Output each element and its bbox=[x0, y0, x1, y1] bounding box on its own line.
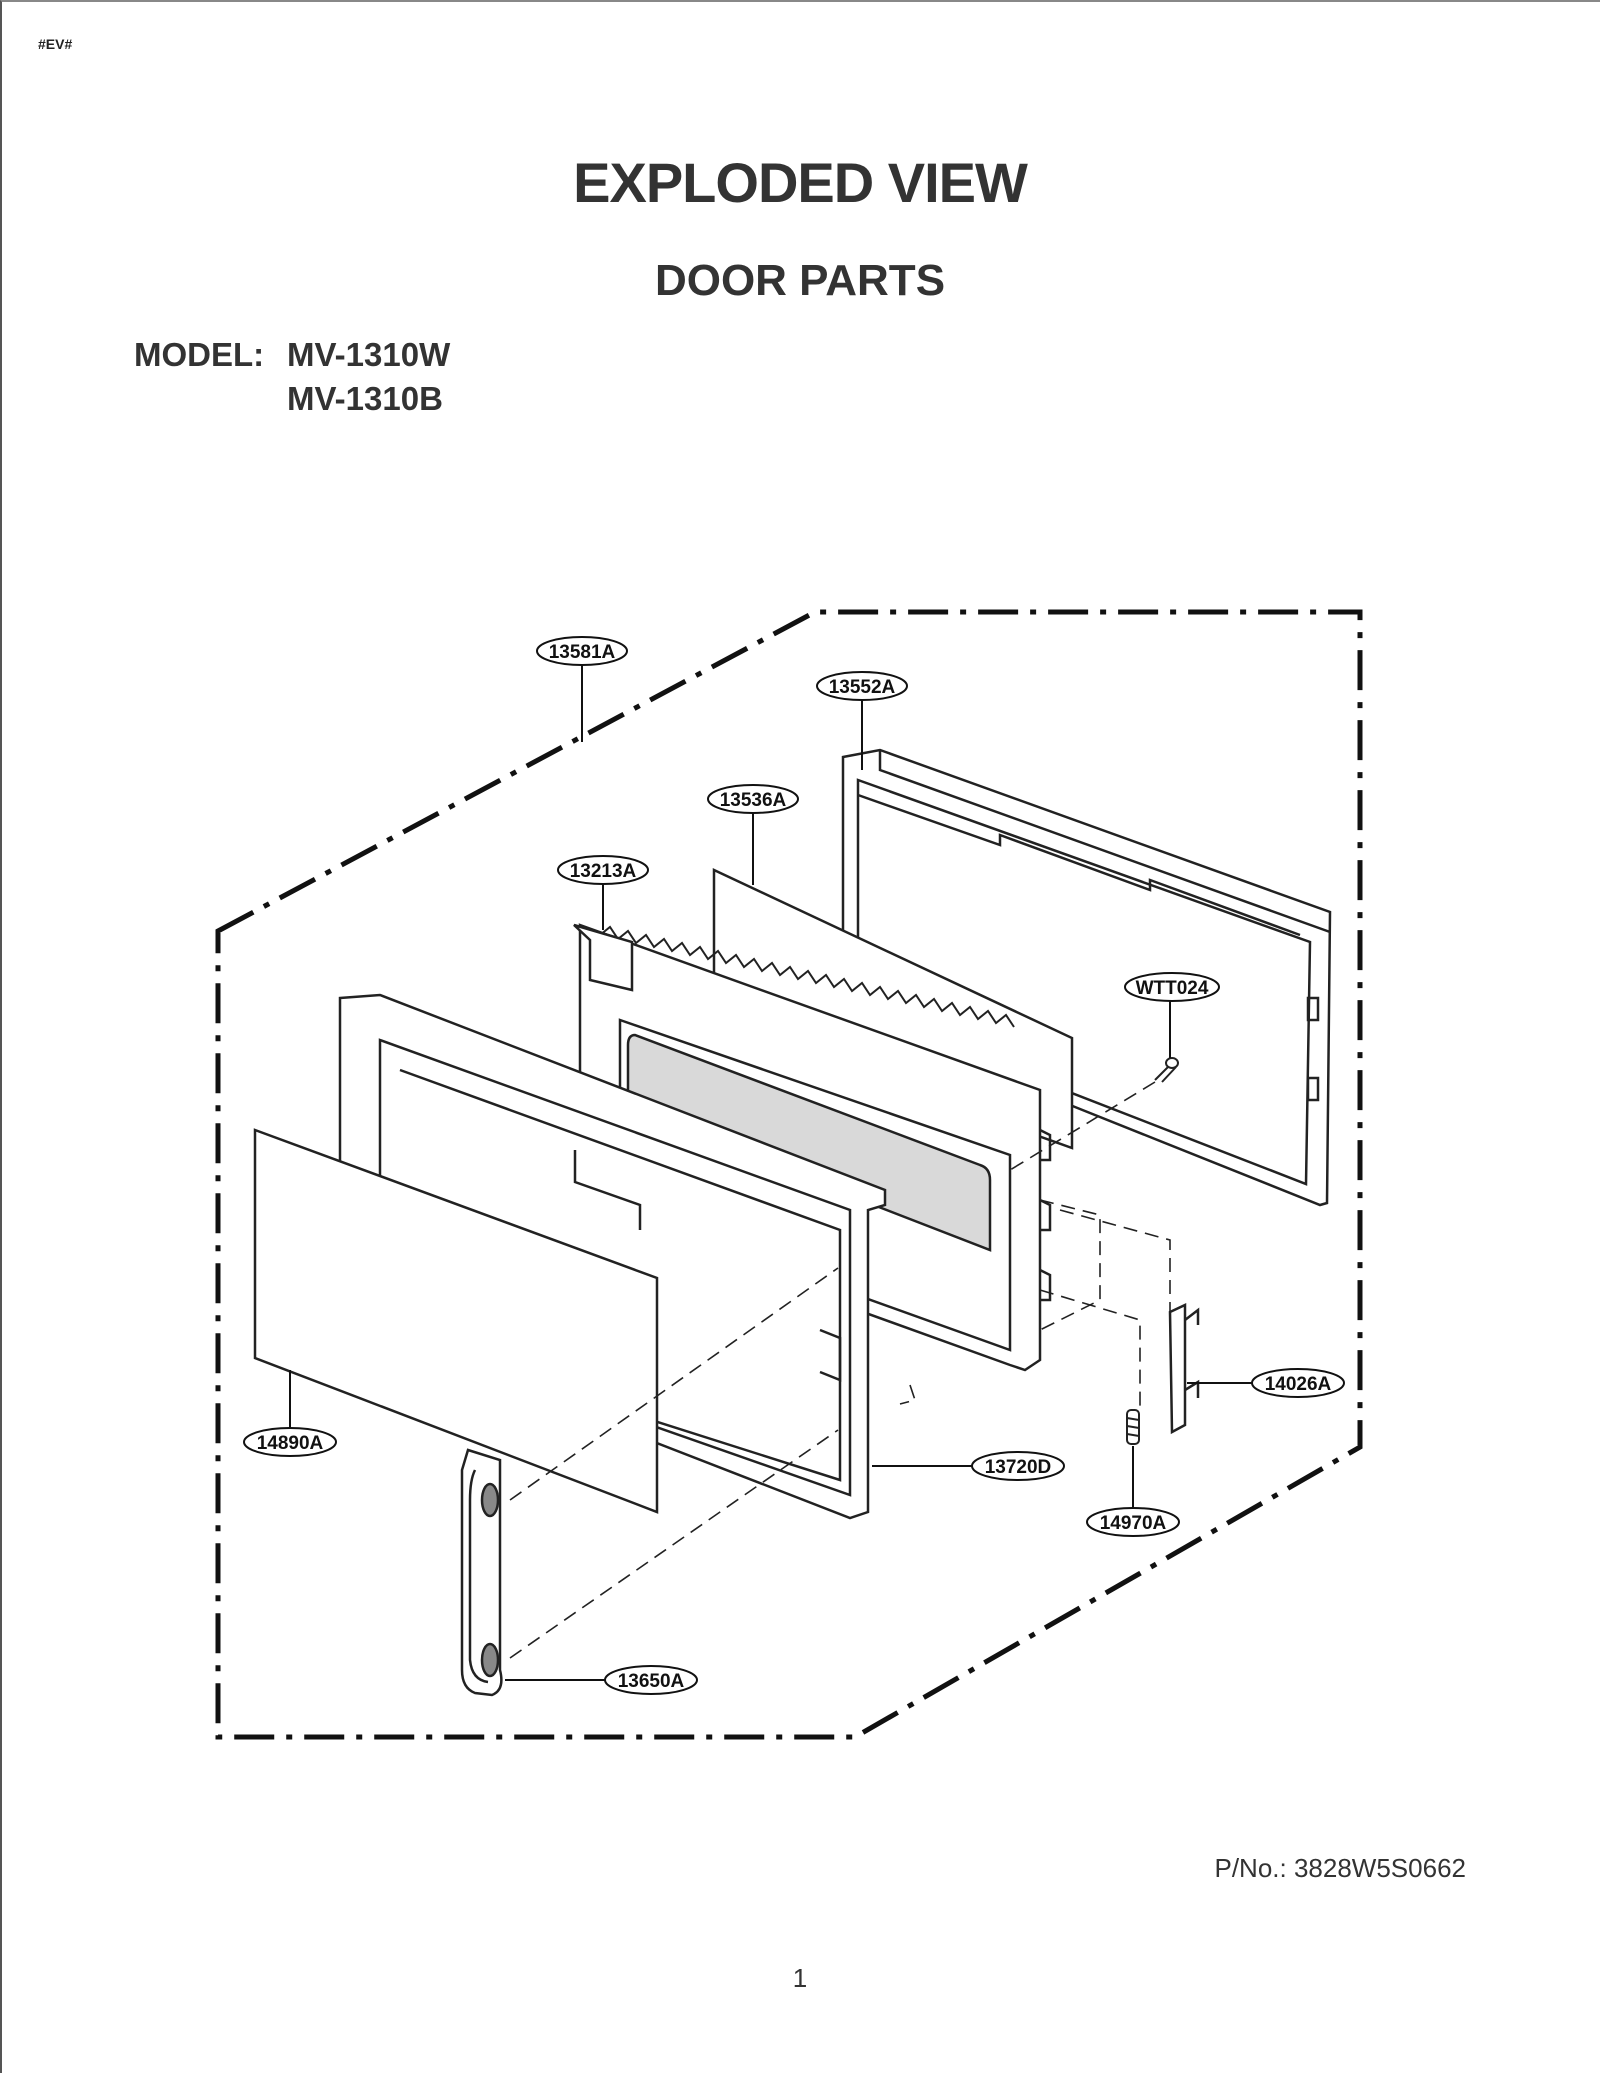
model-label: MODEL: bbox=[134, 336, 265, 373]
callout-WTT024: WTT024 bbox=[1124, 972, 1220, 1002]
svg-text:13213A: 13213A bbox=[570, 861, 637, 882]
page-number: 1 bbox=[792, 1963, 808, 1993]
svg-text:14970A: 14970A bbox=[1100, 1513, 1167, 1534]
callout-13213A: 13213A bbox=[557, 855, 649, 885]
callout-13536A: 13536A bbox=[707, 784, 799, 814]
part-spring bbox=[1126, 1409, 1140, 1445]
callout-13581A: 13581A bbox=[536, 636, 628, 666]
part-number-value: 3828W5S0662 bbox=[1293, 1853, 1466, 1883]
page-title: EXPLODED VIEW bbox=[573, 151, 1028, 214]
leader-lines bbox=[289, 665, 1252, 1681]
assembly-boundary bbox=[215, 609, 1363, 1740]
svg-text:14026A: 14026A bbox=[1265, 1374, 1332, 1395]
callout-14890A: 14890A bbox=[243, 1427, 337, 1457]
callout-14026A: 14026A bbox=[1251, 1368, 1345, 1398]
svg-text:13650A: 13650A bbox=[618, 1671, 685, 1692]
svg-text:WTT024: WTT024 bbox=[1136, 978, 1209, 999]
part-screw bbox=[1154, 1057, 1179, 1083]
part-door-panel bbox=[338, 993, 887, 1520]
part-latch-hook bbox=[1168, 1303, 1200, 1435]
part-door-handle bbox=[460, 1448, 503, 1697]
callout-14970A: 14970A bbox=[1086, 1507, 1180, 1537]
part-number-label: P/No.: bbox=[1214, 1853, 1287, 1883]
callout-13650A: 13650A bbox=[604, 1665, 698, 1695]
svg-text:13536A: 13536A bbox=[720, 790, 787, 811]
svg-text:14890A: 14890A bbox=[257, 1433, 324, 1454]
part-rear-frame bbox=[841, 748, 1332, 1207]
assembly-lines bbox=[509, 1081, 1171, 1659]
part-number: P/No.: 3828W5S0662 bbox=[1214, 1853, 1466, 1884]
svg-text:13581A: 13581A bbox=[549, 642, 616, 663]
page-subtitle: DOOR PARTS bbox=[654, 256, 946, 305]
svg-text:13552A: 13552A bbox=[829, 677, 896, 698]
part-glass-panel bbox=[253, 1128, 659, 1514]
callout-13720D: 13720D bbox=[971, 1451, 1065, 1481]
svg-text:13720D: 13720D bbox=[985, 1457, 1052, 1478]
header-tag: #EV# bbox=[38, 36, 73, 52]
model-number-2: MV-1310B bbox=[287, 380, 443, 417]
callout-13552A: 13552A bbox=[816, 671, 908, 701]
model-number-1: MV-1310W bbox=[287, 336, 451, 373]
